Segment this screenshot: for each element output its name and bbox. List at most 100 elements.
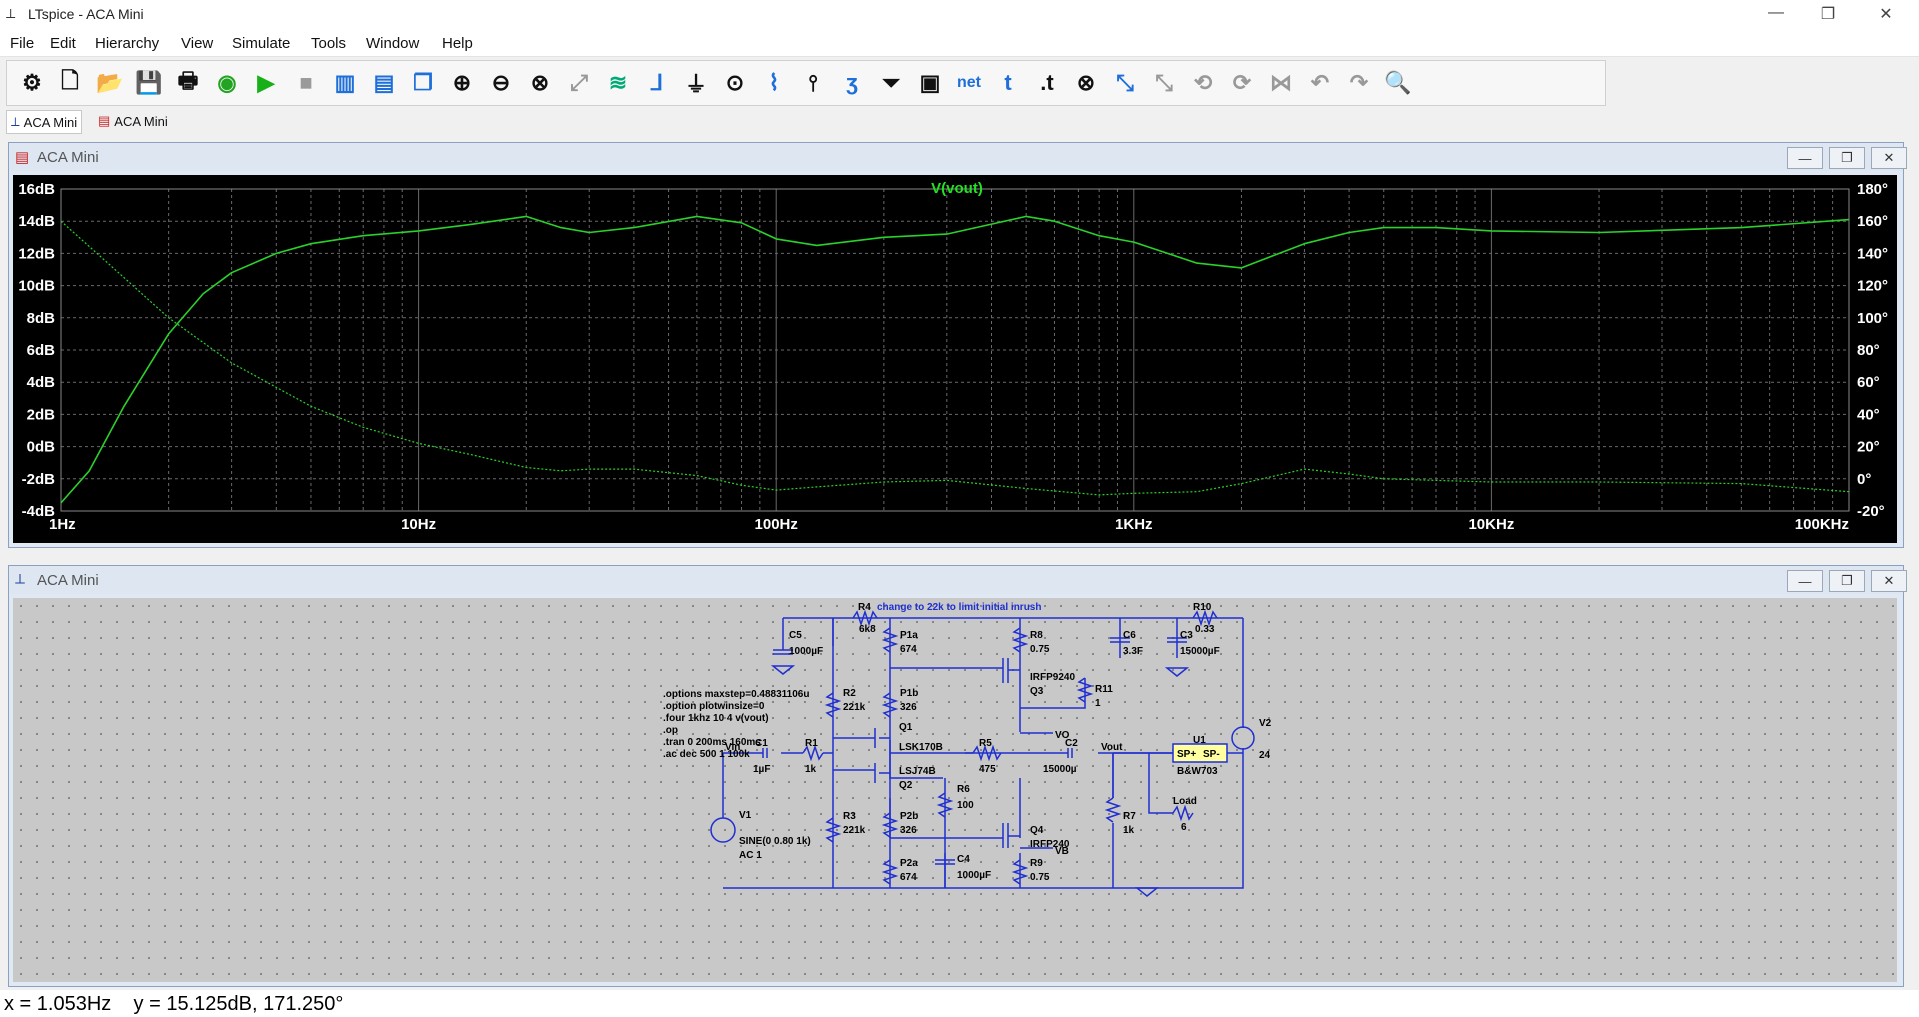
resistor-R1-icon — [802, 744, 824, 762]
run-icon[interactable]: ▶ — [257, 70, 275, 95]
model-Q4: IRFP240 — [1030, 839, 1070, 850]
mirror-icon[interactable]: ⟲ — [1193, 70, 1213, 95]
series-magnitude-line — [60, 215, 1850, 504]
rotate-icon[interactable]: ⟳ — [1232, 70, 1252, 95]
zoom-in-icon[interactable]: ⊕ — [452, 70, 472, 95]
label-C6: C6 — [1123, 630, 1136, 641]
x-tick: 1Hz — [49, 516, 76, 533]
value-R4: 6k8 — [859, 624, 876, 635]
resistor-icon[interactable]: ⌇ — [768, 70, 780, 95]
schematic-window-titlebar[interactable]: ⟂ ACA Mini — ❐ ✕ — [9, 566, 1907, 594]
net-Vout: Vout — [1101, 742, 1123, 753]
label-node-icon[interactable]: ⊙ — [725, 70, 745, 95]
minimize-button[interactable]: — — [1787, 147, 1823, 169]
resistor-R11-icon — [1076, 677, 1094, 703]
schematic-icon: ⟂ — [11, 114, 20, 129]
capacitor-C3-icon — [1167, 637, 1187, 643]
menu-file[interactable]: File — [10, 35, 35, 52]
menu-help[interactable]: Help — [442, 35, 473, 52]
inductor-icon[interactable]: ʒ — [846, 70, 858, 95]
move-icon[interactable]: ⤡ — [1116, 70, 1134, 95]
text-icon[interactable]: t — [1004, 70, 1012, 95]
resistor-R3-icon — [824, 817, 842, 843]
autorange-icon[interactable]: ≋ — [608, 70, 628, 95]
jfet-Q1-icon — [874, 728, 890, 748]
value-R5: 475 — [979, 764, 996, 775]
find-icon[interactable]: 🔍 — [1384, 70, 1412, 95]
menu-tools[interactable]: Tools — [311, 35, 347, 52]
menu-edit[interactable]: Edit — [50, 35, 76, 52]
component-labels: R4 change to 22k to limit initial inrush… — [725, 602, 1272, 883]
cursor-y-readout: y = 15.125dB, 171.250° — [133, 993, 344, 1015]
waveform-window-title: ACA Mini — [37, 149, 99, 166]
undo-icon[interactable]: ↶ — [1310, 70, 1330, 95]
y-tick-right: 40° — [1857, 406, 1880, 423]
value-R8: 0.75 — [1030, 644, 1050, 655]
minimize-button[interactable]: — — [1768, 4, 1784, 21]
y-tick-right: 120° — [1857, 278, 1888, 295]
copy-icon[interactable]: ⋈ — [1270, 70, 1292, 95]
cascade-icon[interactable]: ❐ — [413, 70, 433, 95]
waveform-icon: ▤ — [98, 113, 111, 128]
halt-icon[interactable]: ■ — [299, 70, 313, 95]
capacitor-icon[interactable]: ⫯ — [808, 70, 818, 95]
menu-simulate[interactable]: Simulate — [232, 35, 291, 52]
y-tick-right: 180° — [1857, 181, 1888, 198]
schematic-canvas[interactable]: R4 change to 22k to limit initial inrush… — [13, 598, 1897, 982]
window-title: LTspice - ACA Mini — [28, 6, 144, 22]
tab-schematic[interactable]: ⟂ ACA Mini — [6, 110, 83, 134]
menu-window[interactable]: Window — [366, 35, 420, 52]
capacitor-C4-icon — [935, 859, 955, 865]
restore-button[interactable]: ❐ — [1820, 6, 1836, 23]
resistor-P2b-icon — [881, 812, 899, 838]
directive-line: .op — [663, 725, 678, 736]
tab-waveform[interactable]: ▤ ACA Mini — [94, 110, 172, 132]
tile-vertical-icon[interactable]: ▥ — [334, 70, 356, 95]
open-icon[interactable]: 📂 — [96, 70, 124, 95]
schematic-drawing[interactable]: R4 change to 22k to limit initial inrush… — [13, 598, 1897, 982]
diode-icon[interactable]: ⏷ — [882, 70, 900, 95]
wire-icon[interactable]: ⅃ — [650, 70, 664, 95]
label-Load: Load — [1173, 796, 1197, 807]
close-button[interactable]: ✕ — [1871, 147, 1907, 169]
delete-icon[interactable]: ⊗ — [1076, 70, 1096, 95]
print-icon[interactable]: 🖶 — [177, 68, 199, 93]
ac-analysis-icon[interactable]: ◉ — [217, 70, 237, 95]
ground-icon[interactable]: ⏚ — [684, 72, 707, 97]
save-icon[interactable]: 💾 — [135, 70, 163, 95]
menu-hierarchy[interactable]: Hierarchy — [95, 35, 160, 52]
label-P2b: P2b — [900, 811, 918, 822]
grid — [60, 188, 1850, 512]
label-Q4: Q4 — [1030, 825, 1044, 836]
y-tick-left: 14dB — [18, 213, 55, 230]
menu-view[interactable]: View — [181, 35, 214, 52]
close-button[interactable]: ✕ — [1871, 570, 1907, 592]
net-label-icon[interactable]: net — [957, 74, 981, 91]
component-icon[interactable]: ▣ — [919, 70, 941, 95]
label-R11: R11 — [1095, 684, 1113, 695]
spice-directive-icon[interactable]: .t — [1040, 70, 1054, 95]
tile-horizontal-icon[interactable]: ▤ — [373, 70, 395, 95]
new-schematic-icon[interactable]: 🗋 — [61, 68, 79, 93]
zoom-out-icon[interactable]: ⊖ — [491, 70, 511, 95]
drag-icon[interactable]: ⤡ — [1155, 70, 1173, 95]
y-tick-left: 16dB — [18, 181, 55, 198]
net-VO: VO — [1055, 730, 1070, 741]
minimize-button[interactable]: — — [1787, 570, 1823, 592]
zoom-back-icon[interactable]: ⤢ — [570, 70, 588, 95]
zoom-fit-icon[interactable]: ⊗ — [530, 70, 550, 95]
redo-icon[interactable]: ↷ — [1349, 70, 1369, 95]
gear-icon[interactable]: ⚙ — [22, 70, 42, 95]
x-tick: 1KHz — [1115, 516, 1153, 533]
value-R1: 1k — [805, 764, 817, 775]
voltage-source-V1-icon — [710, 817, 736, 843]
status-bar: x = 1.053Hz y = 15.125dB, 171.250° — [0, 990, 1919, 1017]
maximize-button[interactable]: ❐ — [1829, 147, 1865, 169]
close-button[interactable]: ✕ — [1879, 6, 1893, 23]
maximize-button[interactable]: ❐ — [1829, 570, 1865, 592]
model-Q3: IRFP9240 — [1030, 672, 1075, 683]
waveform-window-titlebar[interactable]: ▤ ACA Mini — ❐ ✕ — [9, 143, 1907, 171]
